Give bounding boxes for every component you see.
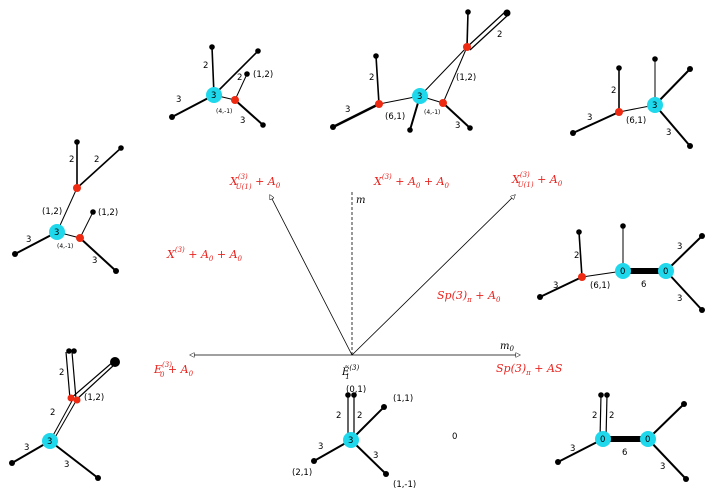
diagram-4-node: 3 xyxy=(54,228,59,238)
web-diagram-7: 3 2 2 3 3 (0,1) (1,1) (2,1) (1,-1) xyxy=(292,385,416,490)
svg-text:2: 2 xyxy=(574,251,579,261)
region-left-label: E(3)0 + A0 xyxy=(153,361,194,379)
svg-text:(6,1): (6,1) xyxy=(590,281,610,291)
diagram-8-node-b: 0 xyxy=(645,435,650,445)
svg-text:2: 2 xyxy=(369,73,374,83)
diagram-6-node: 3 xyxy=(47,437,52,447)
svg-text:(1,2): (1,2) xyxy=(98,208,118,218)
web-diagram-8: 0 0 2 2 3 6 3 xyxy=(555,392,689,482)
axis-upper-left-arrow xyxy=(270,195,353,356)
svg-text:(1,2): (1,2) xyxy=(253,70,273,80)
svg-text:2: 2 xyxy=(611,86,616,96)
axis-m0-label: m0 xyxy=(500,341,514,353)
diagram-1-node: 3 xyxy=(211,91,216,101)
svg-text:(1,2): (1,2) xyxy=(456,73,476,83)
svg-text:(2,1): (2,1) xyxy=(292,468,312,478)
svg-text:3: 3 xyxy=(587,113,592,123)
svg-text:2: 2 xyxy=(203,61,208,71)
svg-text:3: 3 xyxy=(553,281,558,291)
svg-text:3: 3 xyxy=(570,444,575,454)
svg-text:2: 2 xyxy=(69,155,74,165)
region-labels: X(3)U(1) + A0 X(3) + A0 + A0 X(3)U(1) + … xyxy=(153,171,563,442)
web-diagram-6: 3 2 2 3 3 (1,2) xyxy=(9,348,120,481)
svg-text:2: 2 xyxy=(609,411,614,421)
diagram-7-node: 3 xyxy=(348,436,353,446)
svg-text:3: 3 xyxy=(677,242,682,252)
svg-text:2: 2 xyxy=(59,368,64,378)
zero-label: 0 xyxy=(452,432,457,442)
svg-text:2: 2 xyxy=(237,73,242,83)
svg-text:3: 3 xyxy=(240,116,245,126)
region-top-right-label: X(3)U(1) + A0 xyxy=(511,171,563,189)
web-diagram-2: 3 2 3 3 2 (6,1) (4,-1) (1,2) xyxy=(330,9,511,133)
svg-text:3: 3 xyxy=(455,121,460,131)
svg-text:(6,1): (6,1) xyxy=(626,116,646,126)
svg-text:2: 2 xyxy=(336,411,341,421)
svg-text:2: 2 xyxy=(592,411,597,421)
axis-m-label: m xyxy=(356,195,365,206)
web-diagram-1: 3 2 2 3 3 (1,2) (4,-1) xyxy=(169,44,273,128)
svg-text:3: 3 xyxy=(666,128,671,138)
region-right-label: Sp(3)π + AS xyxy=(496,362,563,377)
svg-text:3: 3 xyxy=(64,460,69,470)
svg-text:3: 3 xyxy=(660,462,665,472)
svg-text:6: 6 xyxy=(641,280,646,290)
svg-text:3: 3 xyxy=(176,95,181,105)
svg-text:2: 2 xyxy=(497,30,502,40)
svg-text:(1,2): (1,2) xyxy=(42,207,62,217)
origin-label: Ẽ(3)1 xyxy=(341,364,359,381)
region-top-mid-label: X(3) + A0 + A0 xyxy=(373,173,450,190)
diagram-5-node-a: 0 xyxy=(620,267,625,277)
svg-text:3: 3 xyxy=(677,294,682,304)
diagram-5-node-b: 0 xyxy=(663,267,668,277)
region-mid-right-label: Sp(3)π + A0 xyxy=(437,289,501,304)
svg-text:(4,-1): (4,-1) xyxy=(216,108,232,115)
svg-text:(4,-1): (4,-1) xyxy=(424,109,440,116)
region-mid-left-label: X(3) + A0 + A0 xyxy=(166,246,243,263)
svg-text:3: 3 xyxy=(345,105,350,115)
svg-text:3: 3 xyxy=(92,256,97,266)
region-top-left-label: X(3)U(1) + A0 xyxy=(229,173,281,191)
axes: m m0 Ẽ(3)1 xyxy=(190,190,520,381)
svg-text:(6,1): (6,1) xyxy=(385,112,405,122)
diagram-8-node-a: 0 xyxy=(600,435,605,445)
axis-upper-right-arrow xyxy=(351,195,515,356)
svg-text:3: 3 xyxy=(318,442,323,452)
svg-text:(0,1): (0,1) xyxy=(346,385,366,395)
svg-text:6: 6 xyxy=(622,448,627,458)
svg-text:(4,-1): (4,-1) xyxy=(57,243,73,250)
svg-text:3: 3 xyxy=(373,451,378,461)
diagram-2-node: 3 xyxy=(417,92,422,102)
svg-text:3: 3 xyxy=(24,443,29,453)
svg-text:(1,-1): (1,-1) xyxy=(393,480,416,490)
svg-text:3: 3 xyxy=(26,235,31,245)
diagram-3-node: 3 xyxy=(652,101,657,111)
svg-text:(1,2): (1,2) xyxy=(84,393,104,403)
svg-text:2: 2 xyxy=(50,408,55,418)
svg-text:2: 2 xyxy=(357,411,362,421)
web-diagram-4: 3 2 2 3 3 (1,2) (1,2) (4,-1) xyxy=(12,139,124,274)
svg-text:(1,1): (1,1) xyxy=(393,394,413,404)
svg-text:2: 2 xyxy=(94,155,99,165)
web-diagram-3: 3 2 3 3 (6,1) xyxy=(570,56,693,149)
web-diagram-5: 0 0 2 3 6 3 3 (6,1) xyxy=(537,223,705,313)
